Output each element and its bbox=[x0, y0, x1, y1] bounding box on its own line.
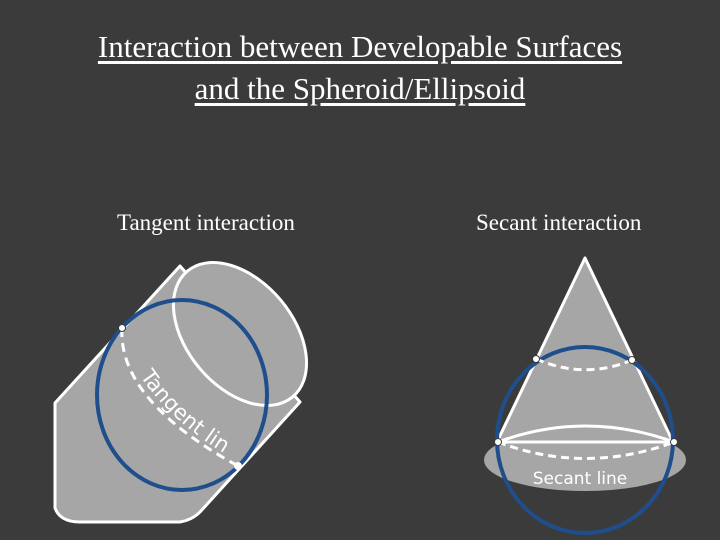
cylinder-top-ellipse bbox=[171, 261, 309, 407]
tangent-heading: Tangent interaction bbox=[117, 210, 295, 235]
slide-title: Interaction between Developable Surfaces… bbox=[0, 26, 720, 110]
lower-secant-front-curve bbox=[497, 440, 675, 460]
lower-secant-right-point bbox=[670, 438, 678, 446]
slide-title-line-2: and the Spheroid/Ellipsoid bbox=[194, 71, 526, 106]
secant-panel: Secant line bbox=[484, 256, 686, 535]
upper-secant-right-point bbox=[628, 356, 636, 364]
tangent-ellipsoid bbox=[95, 298, 269, 492]
tangent-line-end-point bbox=[234, 462, 242, 470]
lower-secant-left-point bbox=[494, 438, 502, 446]
cone-body bbox=[495, 256, 675, 444]
upper-secant-left-point bbox=[532, 355, 540, 363]
secant-heading: Secant interaction bbox=[476, 210, 642, 235]
tangent-panel: Tangent line bbox=[0, 0, 309, 524]
secant-line-label: Secant line bbox=[533, 469, 628, 489]
slide-title-line-1: Interaction between Developable Surfaces bbox=[97, 29, 623, 64]
tangent-line-start-point bbox=[118, 324, 126, 332]
lower-secant-back-curve bbox=[497, 424, 675, 444]
tangent-line bbox=[120, 327, 239, 468]
